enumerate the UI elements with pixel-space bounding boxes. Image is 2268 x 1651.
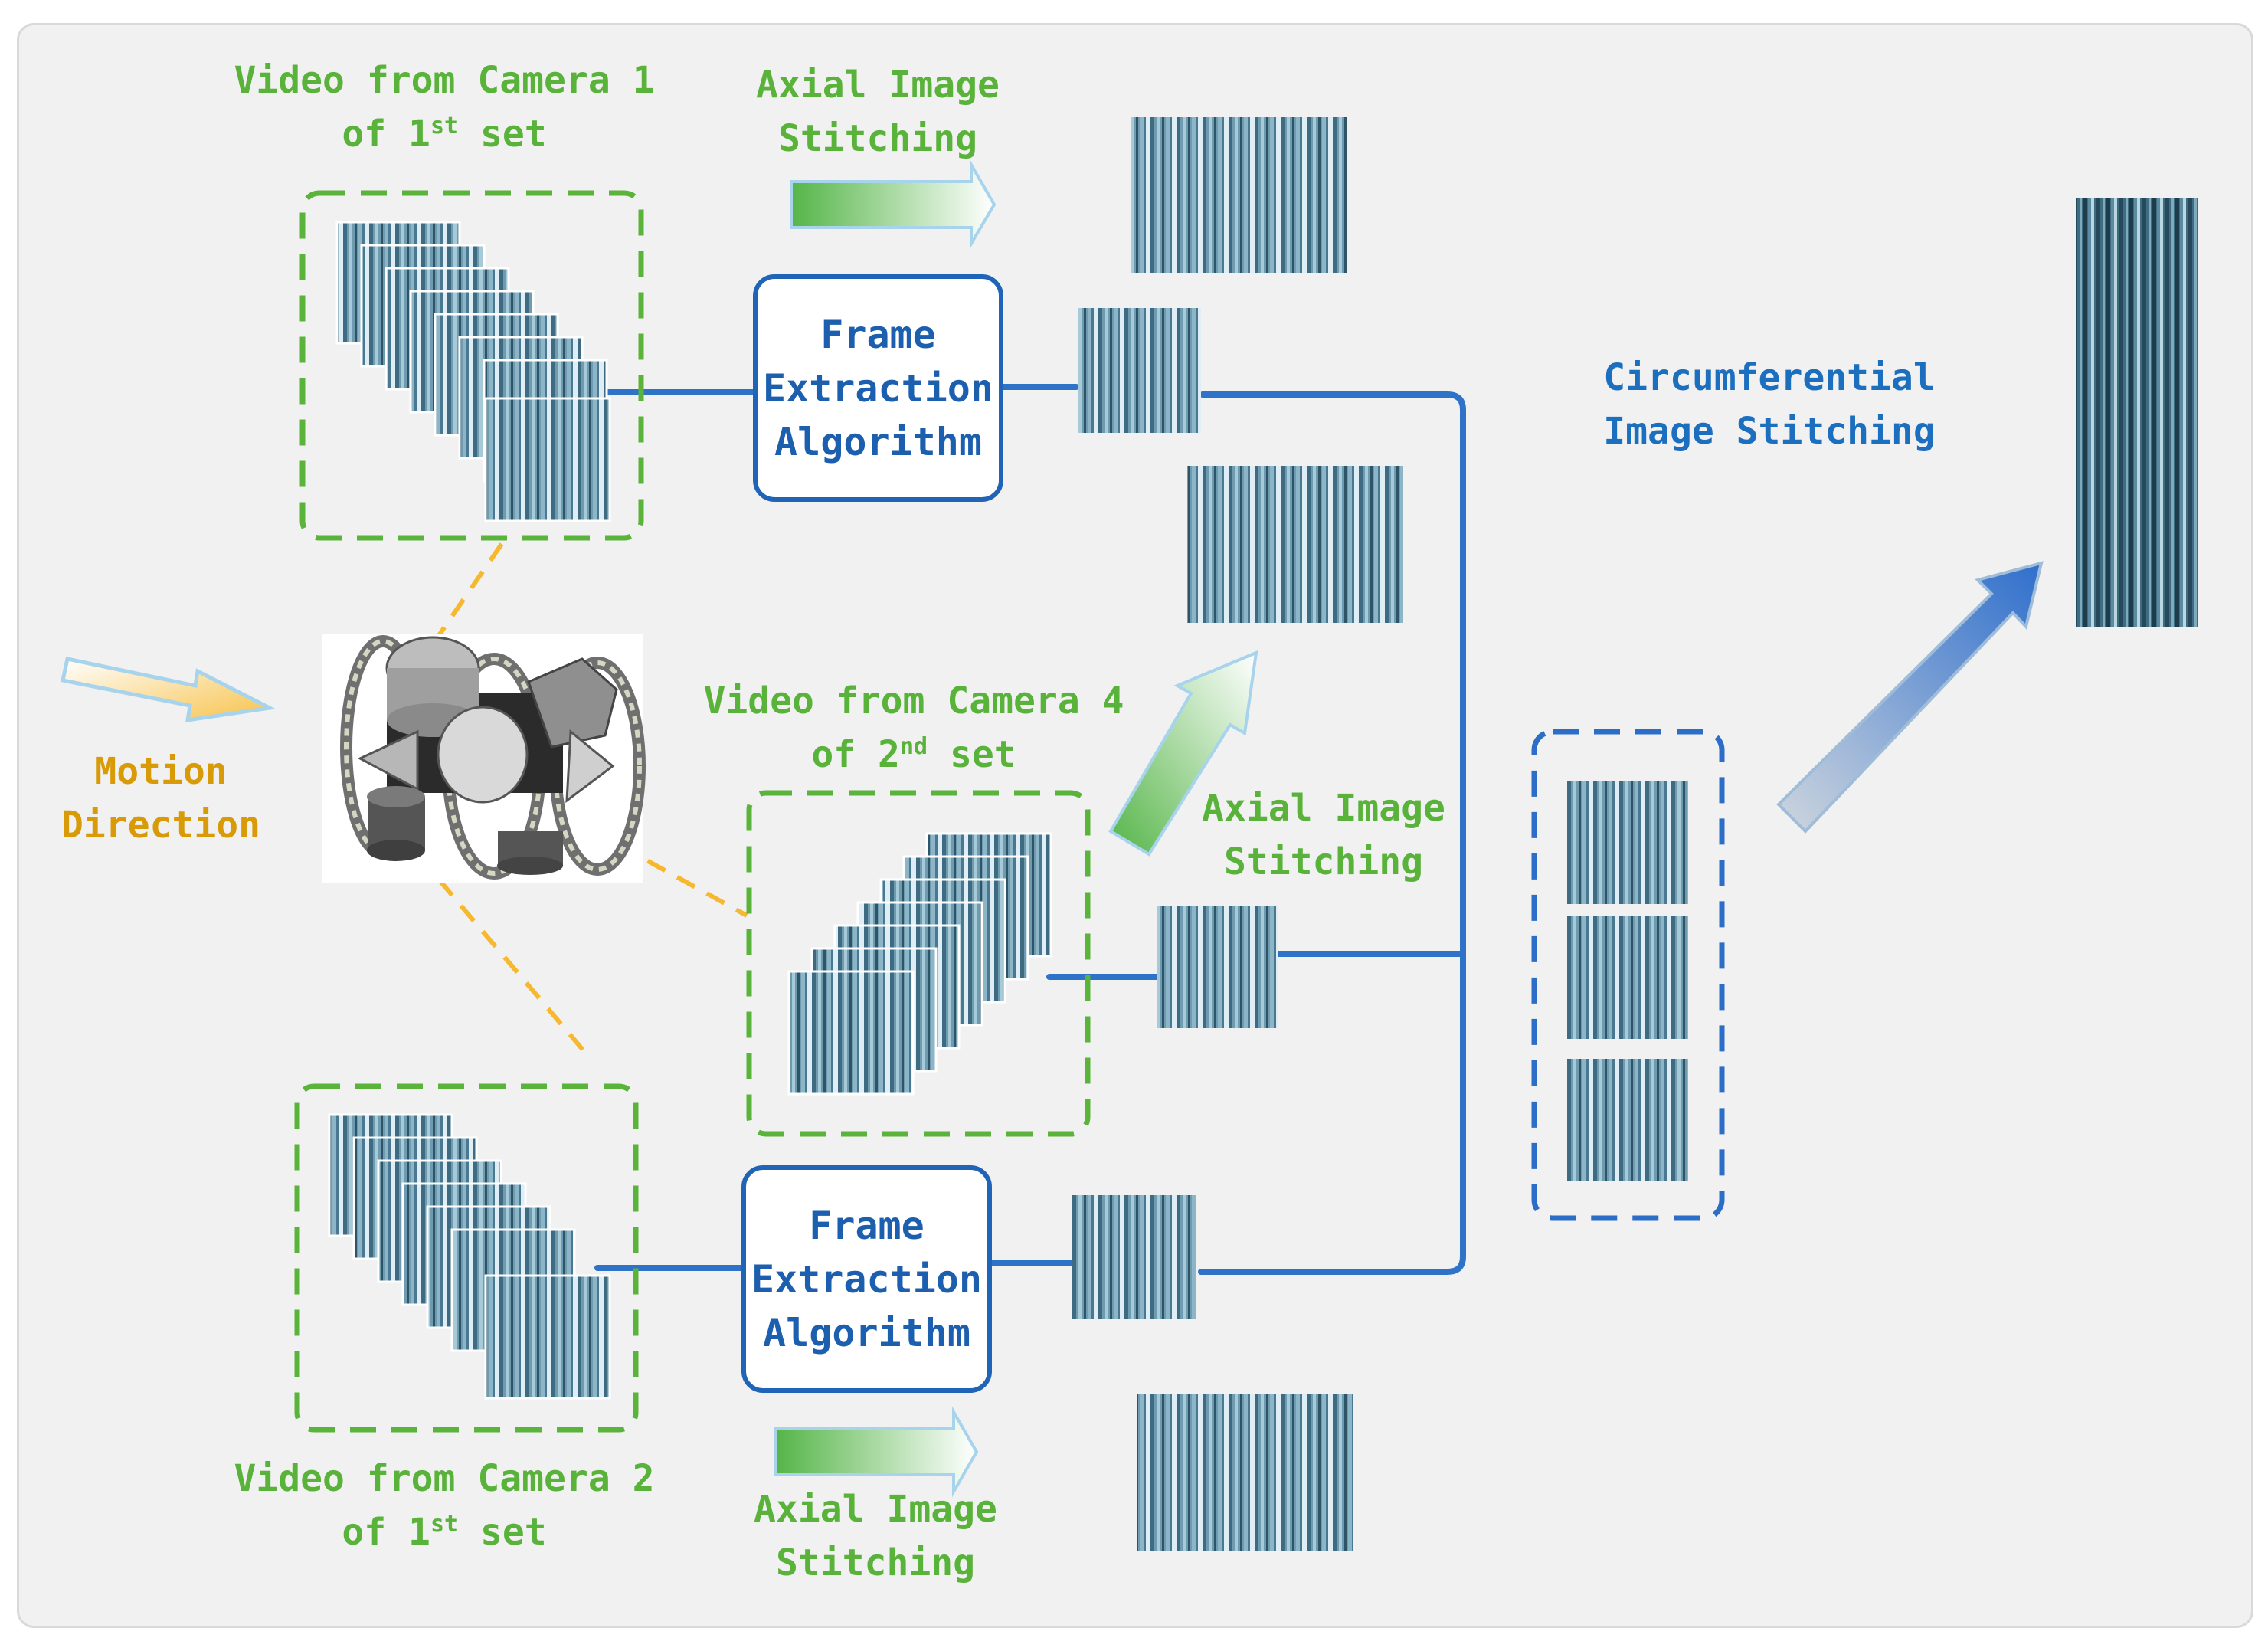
frame-extraction-bottom-line2: Extraction — [751, 1256, 983, 1302]
camera4-label-line2-post: set — [928, 733, 1016, 776]
camera1-label-line2: of 1st set — [214, 107, 674, 161]
video-box-camera1 — [299, 190, 644, 541]
frame-stack-camera1 — [335, 221, 611, 522]
camera2-label-line2: of 1st set — [214, 1505, 674, 1559]
camera1-label: Video from Camera 1 of 1st set — [214, 54, 674, 161]
motion-direction-label: Motion Direction — [31, 745, 291, 852]
motion-arrow-icon — [61, 657, 277, 722]
camera2-label-line2-sup: st — [430, 1511, 459, 1538]
axial-label-middle: Axial Image Stitching — [1170, 781, 1477, 889]
video-box-camera2 — [294, 1083, 639, 1433]
stitched-set-image-1 — [1567, 781, 1688, 904]
camera2-label-line2-post: set — [458, 1511, 547, 1554]
connector-lines — [594, 384, 1466, 1275]
extracted-frame-camera1 — [1078, 308, 1201, 433]
circumferential-label-line2: Image Stitching — [1603, 410, 1936, 453]
stitched-set-image-3 — [1567, 1059, 1688, 1181]
axial-label-bottom-line1: Axial Image — [754, 1488, 997, 1531]
axial-label-top-line1: Axial Image — [756, 64, 1000, 106]
motion-direction-label-line1: Motion — [94, 750, 227, 793]
camera4-label-line1: Video from Camera 4 — [703, 680, 1124, 722]
video-box-camera4 — [746, 790, 1091, 1137]
frame-extraction-bottom-line3: Algorithm — [763, 1310, 970, 1355]
axial-arrow-top-icon — [790, 159, 997, 250]
camera2-label-line1: Video from Camera 2 — [234, 1457, 655, 1500]
circumferential-panorama-image — [2076, 198, 2198, 627]
camera1-label-line2-post: set — [458, 113, 547, 156]
camera1-label-line2-sup: st — [430, 113, 459, 139]
axial-label-top: Axial Image Stitching — [725, 58, 1031, 165]
pipe-inspection-robot-icon — [322, 634, 646, 883]
frame-extraction-box-bottom: Frame Extraction Algorithm — [741, 1165, 992, 1393]
axial-arrow-bottom-icon — [774, 1406, 979, 1498]
stitched-set-image-2 — [1567, 916, 1688, 1039]
frame-extraction-top-line1: Frame — [820, 312, 936, 357]
axial-stitched-image-camera2 — [1137, 1394, 1353, 1551]
motion-direction-label-line2: Direction — [61, 804, 261, 847]
frame-extraction-top-line3: Algorithm — [774, 419, 982, 464]
axial-label-bottom: Axial Image Stitching — [722, 1482, 1029, 1590]
camera4-label: Video from Camera 4 of 2nd set — [684, 674, 1144, 781]
camera4-label-line2-sup: nd — [899, 733, 928, 760]
frame-stack-camera4 — [787, 832, 1052, 1096]
circumferential-label-line1: Circumferential — [1603, 356, 1936, 399]
frame-extraction-bottom-line1: Frame — [809, 1203, 925, 1248]
camera1-label-line1: Video from Camera 1 — [234, 59, 655, 102]
camera2-label-line2-pre: of 1 — [342, 1511, 430, 1554]
axial-label-bottom-line2: Stitching — [775, 1541, 976, 1584]
circumferential-label: Circumferential Image Stitching — [1578, 351, 1961, 458]
camera2-label: Video from Camera 2 of 1st set — [214, 1452, 674, 1559]
camera1-label-line2-pre: of 1 — [342, 113, 430, 156]
frame-extraction-top-line2: Extraction — [762, 365, 994, 411]
stitched-set-box — [1531, 729, 1725, 1221]
extracted-frame-camera4 — [1157, 906, 1278, 1028]
axial-stitched-image-camera4 — [1187, 466, 1403, 623]
axial-arrow-middle-icon — [1108, 650, 1258, 857]
camera4-label-line2-pre: of 2 — [811, 733, 900, 776]
axial-label-middle-line2: Stitching — [1223, 840, 1424, 883]
axial-label-middle-line1: Axial Image — [1202, 787, 1445, 830]
circumferential-arrow-icon — [1776, 561, 2044, 834]
frame-stack-camera2 — [328, 1113, 611, 1400]
camera4-label-line2: of 2nd set — [684, 728, 1144, 781]
extracted-frame-camera2 — [1072, 1195, 1196, 1319]
axial-stitched-image-camera1 — [1131, 117, 1347, 273]
axial-label-top-line2: Stitching — [777, 117, 978, 160]
frame-extraction-box-top: Frame Extraction Algorithm — [753, 274, 1003, 502]
